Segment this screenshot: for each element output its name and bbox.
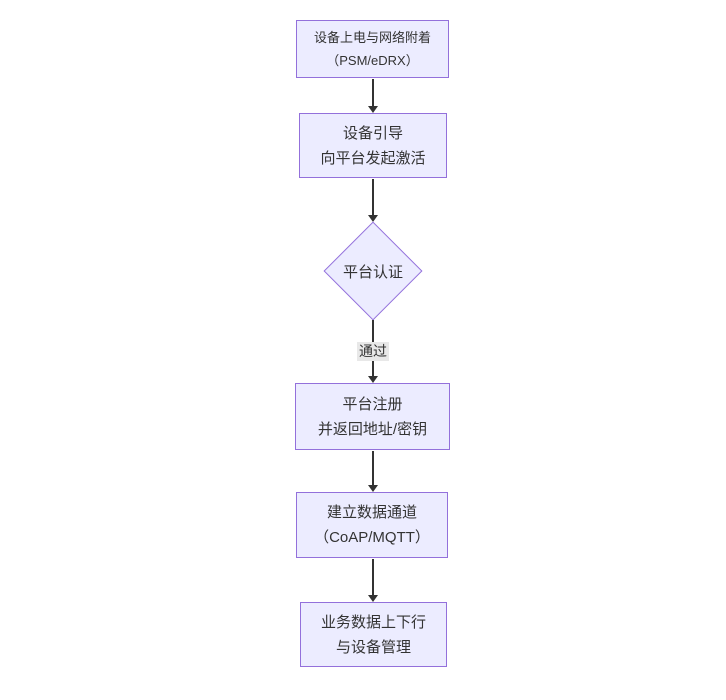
- node-text-line: （PSM/eDRX）: [326, 53, 419, 68]
- node-text-line: 平台认证: [342, 263, 403, 281]
- edge-line: [372, 179, 374, 216]
- node-text-line: 平台注册: [342, 395, 403, 413]
- arrow-down-icon: [368, 376, 378, 383]
- node-text-line: 与设备管理: [335, 638, 411, 656]
- edge-line: [372, 451, 374, 486]
- node-text-line: 业务数据上下行: [320, 613, 426, 631]
- node-text-line: 建立数据通道: [326, 504, 417, 521]
- arrow-down-icon: [368, 485, 378, 492]
- flow-node-power-on: 设备上电与网络附着 （PSM/eDRX）: [296, 20, 449, 78]
- node-text-line: 向平台发起激活: [320, 149, 426, 167]
- edge-line: [372, 559, 374, 596]
- node-text-line: （CoAP/MQTT）: [314, 529, 430, 546]
- flow-node-data-channel: 建立数据通道 （CoAP/MQTT）: [296, 492, 448, 558]
- edge-line: [372, 79, 374, 107]
- flow-node-bootstrap: 设备引导 向平台发起激活: [299, 113, 447, 178]
- arrow-down-icon: [368, 215, 378, 222]
- node-text-line: 设备引导: [342, 124, 403, 142]
- flow-node-business-data: 业务数据上下行 与设备管理: [300, 602, 447, 667]
- flow-node-register: 平台注册 并返回地址/密钥: [295, 383, 450, 450]
- arrow-down-icon: [368, 106, 378, 113]
- arrow-down-icon: [368, 595, 378, 602]
- node-text-line: 设备上电与网络附着: [313, 30, 431, 45]
- flow-node-auth: 平台认证: [323, 258, 423, 284]
- edge-label-pass: 通过: [357, 342, 389, 361]
- node-text-line: 并返回地址/密钥: [317, 420, 428, 438]
